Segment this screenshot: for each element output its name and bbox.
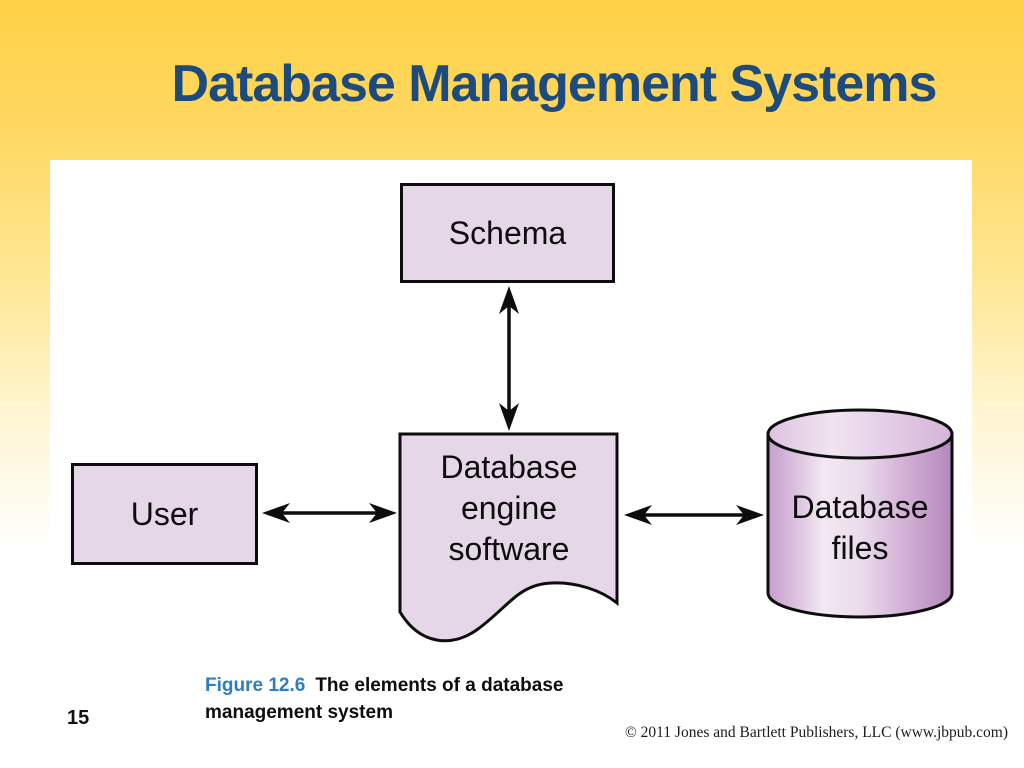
database-cylinder-body [766,432,954,619]
node-engine-line: Database [440,449,578,485]
node-schema-label: Schema [448,214,567,251]
figure-caption-label: Figure 12.6 [205,675,306,696]
database-cylinder-top [766,408,954,460]
page-title: Database Management Systems [171,55,938,113]
node-engine-line: software [448,531,570,567]
node-engine-line: engine [460,490,558,526]
arrow-schema-engine [499,286,519,431]
node-user-label: User [130,495,199,532]
arrow-user-engine [262,503,397,523]
node-engine-label: Database engine software [400,447,618,570]
node-schema: Schema [400,183,615,283]
figure-caption-text: The elements of a database management sy… [205,675,564,723]
node-files-line: Database [791,489,929,525]
page-number: 15 [67,707,90,729]
node-files-label: Database files [768,487,952,569]
node-files-line: files [831,530,889,566]
node-user: User [71,463,258,565]
copyright-notice: © 2011 Jones and Bartlett Publishers, LL… [624,724,1008,741]
engine-document-shape [398,432,619,643]
arrow-engine-files [624,505,764,525]
